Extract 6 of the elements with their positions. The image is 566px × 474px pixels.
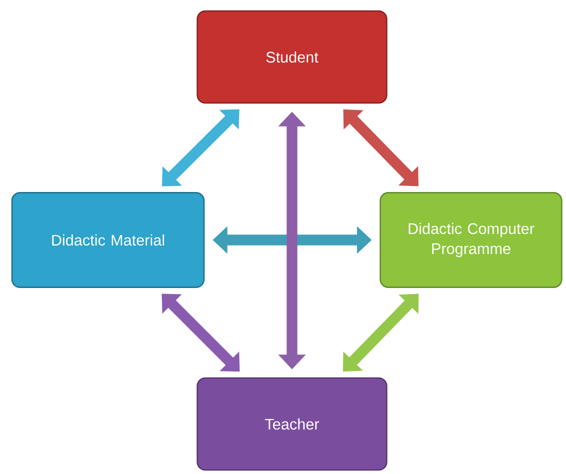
process-box: Teacher <box>196 377 388 471</box>
process-box: Didactic Computer Programme <box>380 192 562 288</box>
arrow <box>162 294 240 372</box>
arrow <box>162 109 240 186</box>
process-box: Student <box>196 10 388 104</box>
process-box: Didactic Material <box>11 192 205 288</box>
